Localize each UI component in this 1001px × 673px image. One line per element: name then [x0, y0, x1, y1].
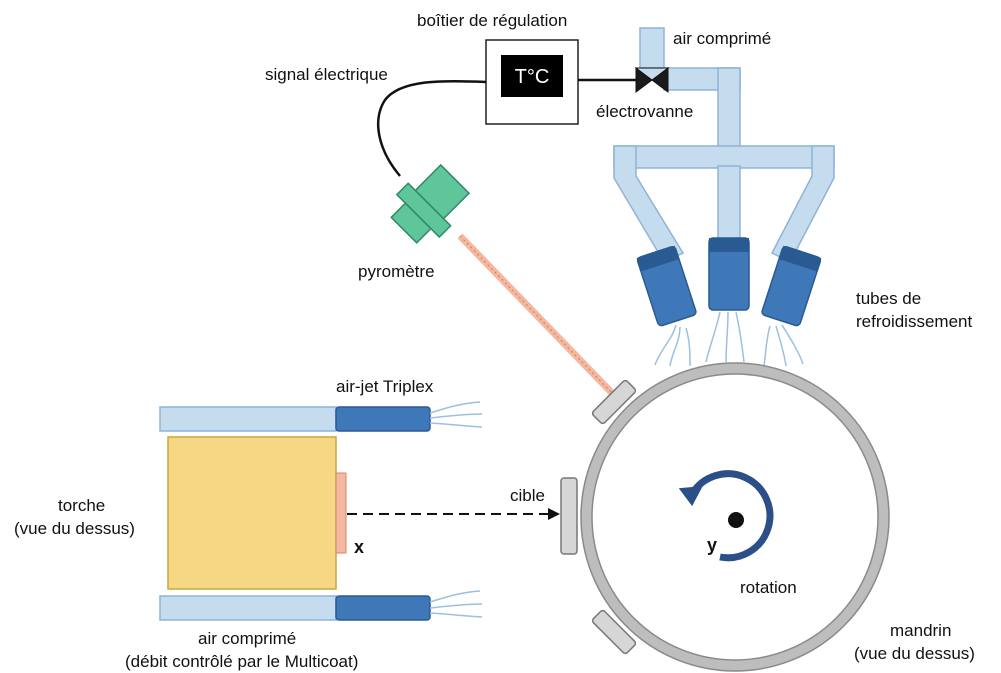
spray-axis-arrowhead — [548, 508, 560, 520]
mandrel-label-line1: mandrin — [890, 621, 951, 640]
torch-label-line2: (vue du dessus) — [14, 519, 135, 538]
solenoid-valve-label: électrovanne — [596, 102, 693, 121]
torch — [167, 436, 337, 590]
cooling-nozzle-right — [761, 245, 822, 327]
cooling-tubes-label-line2: refroidissement — [856, 312, 972, 331]
air-jet-label: air-jet Triplex — [336, 377, 434, 396]
cooling-tubes-label-line1: tubes de — [856, 289, 921, 308]
rotation-label: rotation — [740, 578, 797, 597]
air-jet-top — [159, 401, 483, 432]
target-label: cible — [510, 486, 545, 505]
cooling-nozzle-left — [636, 245, 697, 327]
air-distribution-manifold — [613, 27, 835, 263]
mandrel-label-line2: (vue du dessus) — [854, 644, 975, 663]
control-box-label: boîtier de régulation — [417, 11, 567, 30]
cooling-air-streams — [654, 311, 804, 367]
mandrel-pad-top — [591, 379, 637, 425]
temperature-display-text: T°C — [515, 66, 550, 88]
signal-wire — [377, 79, 487, 177]
rotation-axis-dot — [728, 512, 744, 528]
rotation-arrowhead — [678, 486, 703, 507]
temperature-display — [501, 55, 563, 97]
torch-nozzle — [335, 472, 347, 554]
mandrel-pad-bottom — [591, 609, 637, 655]
target-plate — [560, 477, 578, 555]
y-axis-label: y — [707, 535, 717, 555]
compressed-air-bottom-label-line1: air comprimé — [198, 629, 296, 648]
pyrometer — [390, 163, 471, 244]
pyrometer-beam-core — [459, 235, 613, 394]
compressed-air-top-label: air comprimé — [673, 29, 771, 48]
solenoid-valve — [634, 67, 670, 93]
compressed-air-bottom-label-line2: (débit contrôlé par le Multicoat) — [125, 652, 358, 671]
x-axis-label: x — [354, 537, 364, 557]
rotation-arrow — [689, 470, 774, 562]
electric-signal-label: signal électrique — [265, 65, 388, 84]
torch-label-line1: torche — [58, 496, 105, 515]
pyrometer-label: pyromètre — [358, 262, 435, 281]
cooling-nozzle-center — [708, 237, 750, 311]
air-jet-bottom — [159, 590, 483, 621]
